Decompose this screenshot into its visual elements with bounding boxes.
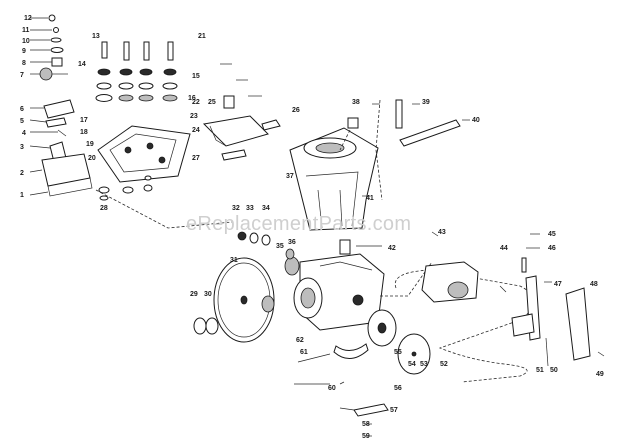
part-label-54: 54: [408, 361, 416, 368]
part-label-46: 46: [548, 245, 556, 252]
part-label-23: 23: [190, 113, 198, 120]
part-label-37: 37: [286, 173, 294, 180]
part-carriage-plate: [97, 125, 191, 183]
part-plate-5: [45, 117, 67, 128]
part-label-34: 34: [262, 205, 270, 212]
part-label-21: 21: [198, 33, 206, 40]
part-label-58: 58: [362, 421, 370, 428]
part-label-35: 35: [276, 243, 284, 250]
part-label-26: 26: [292, 107, 300, 114]
part-label-53: 53: [420, 361, 428, 368]
part-label-2: 2: [20, 170, 24, 177]
part-label-56: 56: [394, 385, 402, 392]
part-label-43: 43: [438, 229, 446, 236]
part-screw-12: [48, 14, 56, 22]
part-plate-6: [43, 99, 75, 119]
part-label-28: 28: [100, 205, 108, 212]
part-bracket-2: [41, 153, 91, 187]
part-label-11: 11: [22, 27, 30, 34]
leader-lines: [29, 17, 552, 437]
part-label-3: 3: [20, 144, 24, 151]
part-label-27: 27: [192, 155, 200, 162]
part-washer-10: [50, 37, 62, 43]
part-label-48: 48: [590, 281, 598, 288]
part-label-38: 38: [352, 99, 360, 106]
part-washer-11: [53, 27, 59, 33]
part-label-52: 52: [440, 361, 448, 368]
part-block-8: [51, 57, 63, 67]
part-label-49: 49: [596, 371, 604, 378]
part-label-22: 22: [192, 99, 200, 106]
part-knob-7: [39, 67, 53, 81]
angle-bracket-25: [202, 95, 281, 161]
part-label-40: 40: [472, 117, 480, 124]
part-washer-9: [50, 47, 64, 53]
part-number-labels: 1211109876543211314151617181920212223242…: [20, 15, 604, 440]
part-label-13: 13: [92, 33, 100, 40]
part-label-47: 47: [554, 281, 562, 288]
part-label-20: 20: [88, 155, 96, 162]
part-label-6: 6: [20, 106, 24, 113]
part-label-41: 41: [366, 195, 374, 202]
part-label-50: 50: [550, 367, 558, 374]
part-label-14: 14: [78, 61, 86, 68]
right-clamp-assembly: [421, 257, 605, 367]
part-label-4: 4: [22, 130, 26, 137]
part-label-30: 30: [204, 291, 212, 298]
part-label-57: 57: [390, 407, 398, 414]
column-housing-37: [289, 99, 461, 231]
part-label-18: 18: [80, 129, 88, 136]
part-label-60: 60: [328, 385, 336, 392]
part-label-59: 59: [362, 433, 370, 440]
part-label-51: 51: [536, 367, 544, 374]
part-label-36: 36: [288, 239, 296, 246]
part-label-55: 55: [394, 349, 402, 356]
part-label-29: 29: [190, 291, 198, 298]
part-label-42: 42: [388, 245, 396, 252]
part-label-9: 9: [22, 48, 26, 55]
part-label-39: 39: [422, 99, 430, 106]
watermark-text: eReplacementParts.com: [186, 213, 411, 235]
part-label-12: 12: [24, 15, 32, 22]
part-label-32: 32: [232, 205, 240, 212]
part-label-17: 17: [80, 117, 88, 124]
carriage-assembly: [95, 41, 191, 201]
part-label-33: 33: [246, 205, 254, 212]
part-label-45: 45: [548, 231, 556, 238]
part-label-10: 10: [22, 38, 30, 45]
part-label-31: 31: [230, 257, 238, 264]
saw-blade-31: [213, 257, 275, 343]
part-label-25: 25: [208, 99, 216, 106]
left-arm-assembly: [29, 14, 233, 229]
part-label-5: 5: [20, 118, 24, 125]
part-label-15: 15: [192, 73, 200, 80]
stack-13-14-15: [95, 41, 178, 102]
part-label-62: 62: [296, 337, 304, 344]
part-label-19: 19: [86, 141, 94, 148]
part-label-44: 44: [500, 245, 508, 252]
part-label-24: 24: [192, 127, 200, 134]
dashed-belt-path: [394, 269, 535, 383]
part-label-16: 16: [188, 95, 196, 102]
part-label-8: 8: [22, 60, 26, 67]
part-label-7: 7: [20, 72, 24, 79]
part-label-1: 1: [20, 192, 24, 199]
part-label-61: 61: [300, 349, 308, 356]
motor-assembly: [193, 231, 433, 417]
